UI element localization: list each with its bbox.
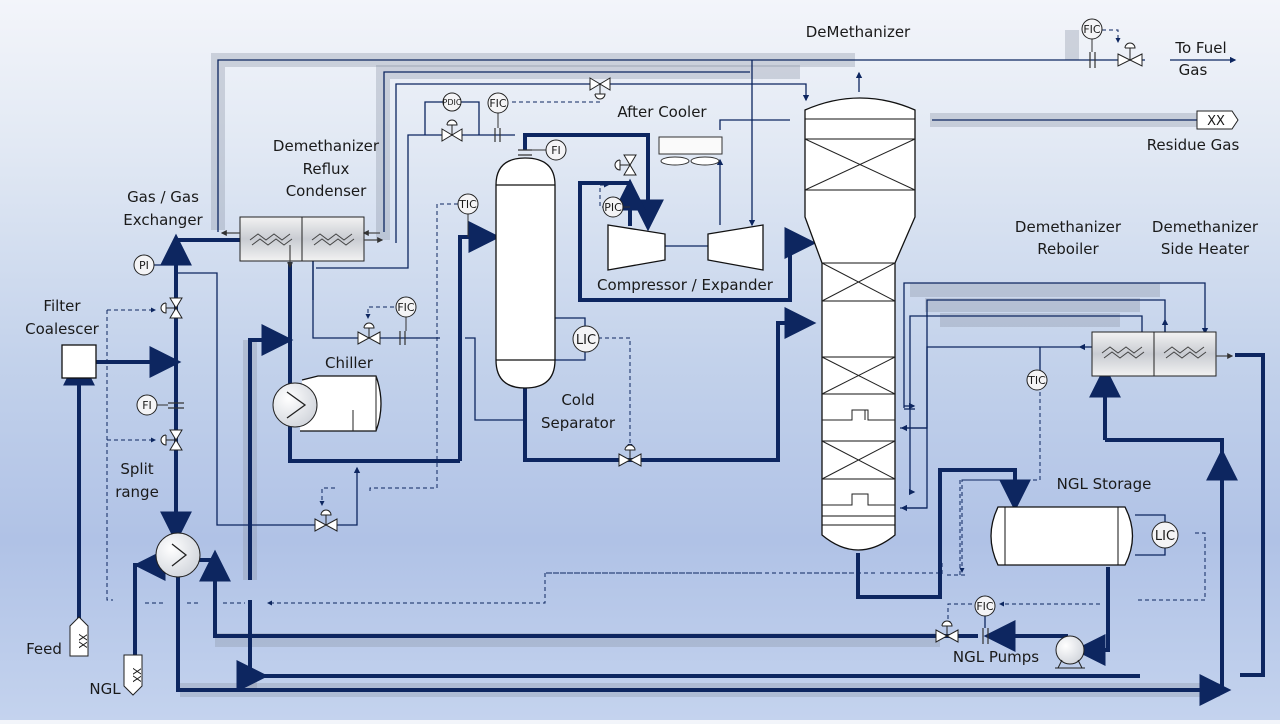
instruments: FIC PDIC FIC FI TIC PIC PI FI FIC LIC TI… bbox=[133, 18, 1179, 617]
svg-text:Exchanger: Exchanger bbox=[123, 211, 203, 229]
svg-text:XX: XX bbox=[1207, 114, 1225, 129]
filter-coalescer[interactable] bbox=[61, 344, 97, 379]
fi-feed[interactable]: FI bbox=[136, 394, 168, 416]
svg-text:Gas / Gas: Gas / Gas bbox=[127, 188, 199, 206]
feed-label: Feed bbox=[26, 640, 62, 658]
fuel-gas-line bbox=[217, 59, 1145, 232]
svg-text:After Cooler: After Cooler bbox=[617, 103, 707, 121]
demethanizer-reboiler[interactable] bbox=[1091, 331, 1155, 377]
svg-text:Reboiler: Reboiler bbox=[1037, 240, 1099, 258]
svg-text:Filter: Filter bbox=[43, 297, 81, 315]
svg-text:Compressor / Expander: Compressor / Expander bbox=[597, 276, 774, 294]
fuel-gas-control-valve[interactable] bbox=[1117, 42, 1143, 67]
valves bbox=[160, 42, 1143, 643]
svg-text:FI: FI bbox=[551, 144, 561, 157]
svg-text:LIC: LIC bbox=[1155, 529, 1175, 544]
svg-text:FIC: FIC bbox=[489, 97, 507, 110]
svg-text:PI: PI bbox=[139, 259, 149, 272]
svg-text:range: range bbox=[115, 483, 159, 501]
fic-top[interactable]: FIC bbox=[487, 92, 509, 128]
svg-text:LIC: LIC bbox=[576, 333, 596, 348]
svg-text:FI: FI bbox=[142, 399, 152, 412]
orifice-plates bbox=[168, 52, 1096, 644]
svg-text:TIC: TIC bbox=[458, 198, 477, 211]
svg-text:Gas: Gas bbox=[1179, 61, 1208, 79]
svg-text:NGL Pumps: NGL Pumps bbox=[953, 648, 1039, 666]
top-control-valve[interactable] bbox=[589, 77, 611, 100]
svg-text:Side Heater: Side Heater bbox=[1161, 240, 1250, 258]
fic-chiller[interactable]: FIC bbox=[395, 296, 417, 331]
svg-text:NGL Storage: NGL Storage bbox=[1057, 475, 1152, 493]
compressor-recycle-valve[interactable] bbox=[614, 154, 637, 176]
svg-text:XX: XX bbox=[76, 633, 89, 649]
pi-feed[interactable]: PI bbox=[133, 254, 155, 276]
svg-text:TIC: TIC bbox=[1027, 374, 1046, 387]
svg-text:PDIC: PDIC bbox=[443, 98, 462, 107]
svg-text:To Fuel: To Fuel bbox=[1174, 39, 1226, 57]
tic-separator[interactable]: TIC bbox=[457, 193, 479, 237]
after-cooler[interactable] bbox=[658, 136, 723, 166]
svg-text:FIC: FIC bbox=[976, 600, 994, 613]
labels: DeMethanizer To Fuel Gas Residue Gas Aft… bbox=[25, 23, 1259, 698]
compressor[interactable] bbox=[607, 224, 666, 271]
svg-text:Chiller: Chiller bbox=[325, 354, 374, 372]
reflux-condenser[interactable] bbox=[301, 216, 365, 262]
svg-text:Reflux: Reflux bbox=[303, 160, 350, 178]
feed-connector[interactable]: XX bbox=[69, 616, 89, 657]
svg-text:Demethanizer: Demethanizer bbox=[273, 137, 380, 155]
lic-storage[interactable]: LIC bbox=[1151, 521, 1179, 549]
chiller-bypass-valve[interactable] bbox=[357, 322, 381, 345]
separator-level-valve[interactable] bbox=[618, 444, 642, 467]
residue-gas-label: Residue Gas bbox=[1147, 136, 1240, 154]
ngl-flow-valve[interactable] bbox=[935, 620, 959, 643]
ngl-connector[interactable]: XX bbox=[123, 654, 143, 696]
diagram-title: DeMethanizer bbox=[806, 23, 911, 41]
side-heater-draw-line bbox=[903, 282, 1209, 408]
gas-gas-exchanger[interactable] bbox=[239, 216, 303, 262]
svg-text:FIC: FIC bbox=[1083, 23, 1101, 36]
gas-bypass-valve[interactable] bbox=[314, 509, 338, 532]
demethanizer-column[interactable] bbox=[804, 97, 916, 551]
svg-text:XX: XX bbox=[130, 667, 143, 683]
fic-fuel-gas[interactable]: FIC bbox=[1081, 18, 1103, 52]
svg-text:PIC: PIC bbox=[604, 201, 622, 214]
signal-lines bbox=[106, 29, 1206, 626]
pdic-valve[interactable] bbox=[441, 119, 463, 142]
residue-gas-connector[interactable]: XX bbox=[1196, 110, 1239, 130]
thin-process-lines bbox=[150, 56, 1237, 628]
tic-reboiler[interactable]: TIC bbox=[1026, 369, 1048, 391]
svg-text:Coalescer: Coalescer bbox=[25, 320, 100, 338]
ngl-storage-tank[interactable] bbox=[990, 506, 1134, 566]
feed-valve-upper[interactable] bbox=[160, 297, 183, 319]
thick-process-lines bbox=[63, 133, 1265, 706]
svg-text:FIC: FIC bbox=[397, 301, 415, 314]
ngl-label: NGL bbox=[89, 680, 121, 698]
expander[interactable] bbox=[707, 224, 764, 271]
ngl-gas-exchanger[interactable] bbox=[155, 532, 201, 578]
feed-valve-lower[interactable] bbox=[160, 429, 183, 451]
pdic-instrument[interactable]: PDIC bbox=[442, 92, 462, 112]
svg-text:Demethanizer: Demethanizer bbox=[1015, 218, 1122, 236]
chiller[interactable] bbox=[272, 375, 382, 432]
svg-text:Demethanizer: Demethanizer bbox=[1152, 218, 1259, 236]
svg-text:Separator: Separator bbox=[541, 414, 616, 432]
fi-separator[interactable]: FI bbox=[532, 139, 567, 161]
cold-separator[interactable] bbox=[495, 157, 556, 389]
demethanizer-side-heater[interactable] bbox=[1153, 331, 1217, 377]
fic-pumps[interactable]: FIC bbox=[974, 595, 996, 617]
svg-text:Split: Split bbox=[120, 460, 153, 478]
ngl-pump[interactable] bbox=[1055, 635, 1085, 669]
svg-text:Cold: Cold bbox=[561, 391, 594, 409]
pic-compressor[interactable]: PIC bbox=[602, 196, 630, 218]
svg-text:Condenser: Condenser bbox=[286, 182, 367, 200]
lic-separator[interactable]: LIC bbox=[572, 325, 600, 353]
